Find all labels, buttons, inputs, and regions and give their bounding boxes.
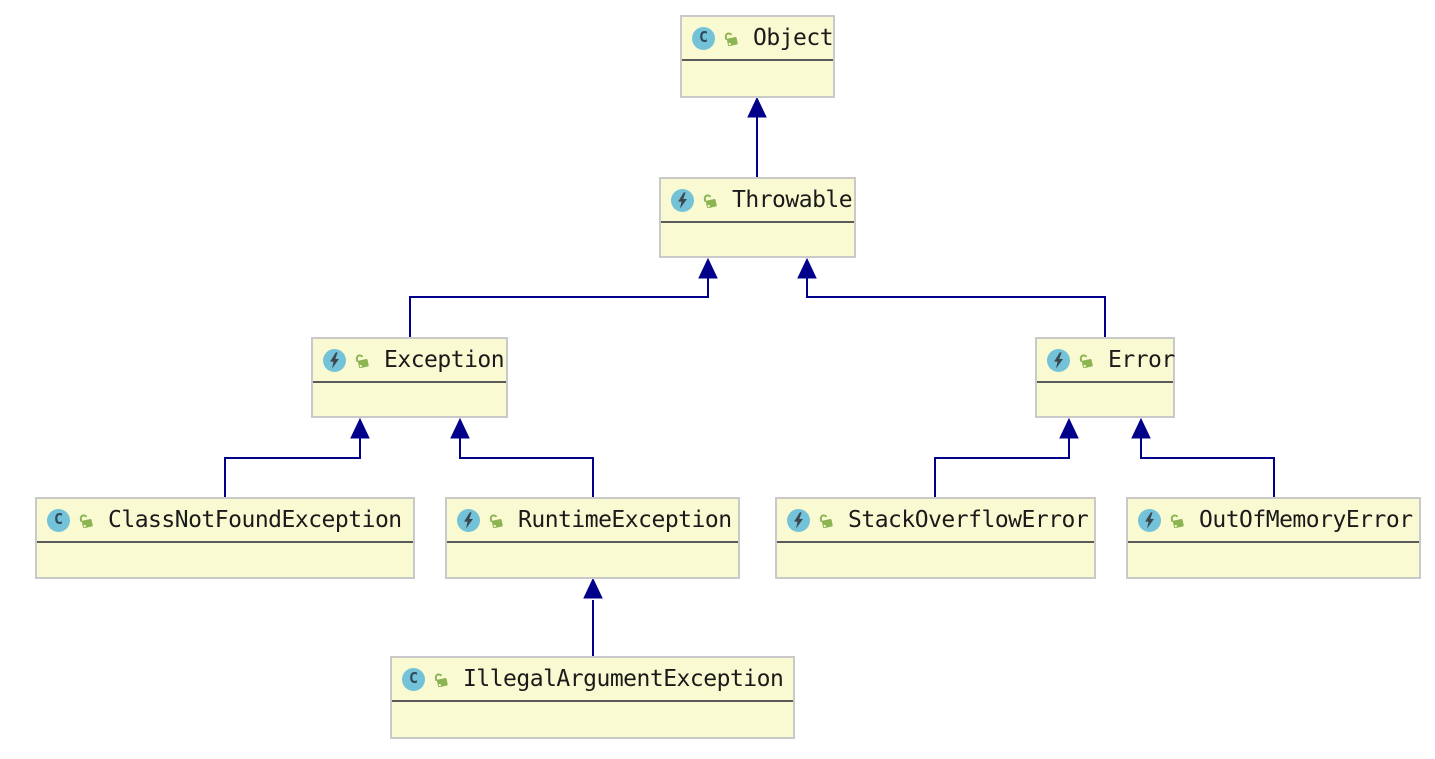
class-node-throwable[interactable]: Throwable [659,177,856,258]
edge-throwable-extends-object [747,96,767,177]
edge-classnotfoundexception-extends-exception [224,417,370,497]
edge-outofmemoryerror-extends-error [1131,417,1275,497]
class-name: IllegalArgumentException [463,666,784,692]
unlocked-padlock-icon [353,351,371,369]
class-icon: C [692,26,715,50]
class-name: StackOverflowError [848,507,1089,533]
class-node-outofmemoryerror[interactable]: OutOfMemoryError [1126,497,1421,579]
class-header: Throwable [661,179,854,223]
exception-icon [323,348,346,372]
exception-icon [1047,348,1070,372]
class-name: Throwable [732,187,853,213]
unlocked-padlock-icon [432,670,450,688]
class-header: StackOverflowError [777,499,1094,543]
exception-icon [457,508,480,532]
class-node-exception[interactable]: Exception [311,337,508,418]
unlocked-padlock-icon [1077,351,1095,369]
unlocked-padlock-icon [722,29,740,47]
class-name: OutOfMemoryError [1199,507,1413,533]
class-header: Error [1037,339,1175,383]
class-header: C ClassNotFoundException [37,499,413,543]
exception-icon [1138,508,1161,532]
edge-error-extends-throwable [797,257,1106,337]
class-header: C IllegalArgumentException [392,658,793,702]
edge-stackoverflowerror-extends-error [934,417,1079,497]
class-name: RuntimeException [518,507,732,533]
class-name: Object [753,25,834,51]
exception-icon [671,188,694,212]
unlocked-padlock-icon [1168,511,1186,529]
class-node-object[interactable]: C Object [680,15,835,98]
class-header: OutOfMemoryError [1128,499,1419,543]
class-node-illegalargumentexception[interactable]: C IllegalArgumentException [390,656,795,739]
edge-exception-extends-throwable [409,257,718,337]
class-name: Error [1108,347,1175,373]
unlocked-padlock-icon [487,511,505,529]
class-node-classnotfoundexception[interactable]: C ClassNotFoundException [35,497,415,579]
class-node-stackoverflowerror[interactable]: StackOverflowError [775,497,1096,579]
class-header: RuntimeException [447,499,738,543]
class-name: Exception [384,347,505,373]
unlocked-padlock-icon [817,511,835,529]
class-header: C Object [682,17,834,61]
class-icon: C [402,667,425,691]
edge-runtimeexception-extends-exception [450,417,594,497]
class-name: ClassNotFoundException [108,507,402,533]
unlocked-padlock-icon [77,511,95,529]
class-node-runtimeexception[interactable]: RuntimeException [445,497,740,579]
exception-icon [787,508,810,532]
class-header: Exception [313,339,506,383]
class-node-error[interactable]: Error [1035,337,1175,418]
class-icon: C [47,508,70,532]
unlocked-padlock-icon [701,191,719,209]
edge-illegalargumentexception-extends-runtimeexception [583,577,603,656]
